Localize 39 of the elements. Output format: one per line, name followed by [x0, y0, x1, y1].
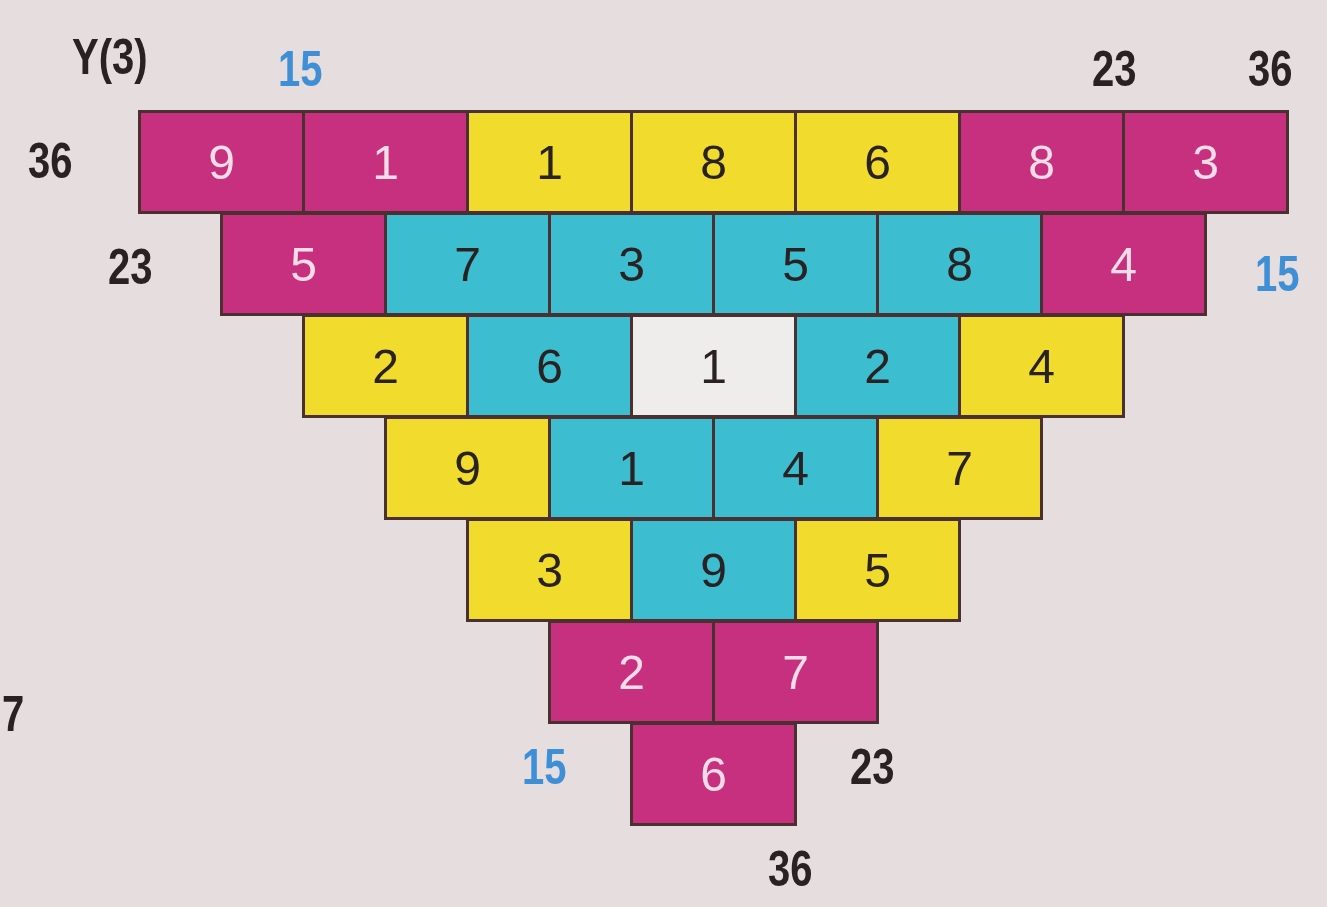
number-tile: 1 [630, 314, 797, 418]
sum-label: 23 [850, 738, 895, 796]
sum-label: 23 [1092, 40, 1137, 98]
number-tile: 6 [794, 110, 961, 214]
number-tile: 8 [630, 110, 797, 214]
number-tile: 2 [794, 314, 961, 418]
sum-label: 36 [1248, 40, 1293, 98]
sum-label: 23 [108, 238, 153, 296]
number-tile: 4 [712, 416, 879, 520]
number-tile: 2 [302, 314, 469, 418]
number-tile: 5 [712, 212, 879, 316]
number-tile: 8 [876, 212, 1043, 316]
puzzle-label: Y(3) [72, 28, 148, 86]
number-tile: 3 [466, 518, 633, 622]
number-tile: 4 [1040, 212, 1207, 316]
number-tile: 3 [1122, 110, 1289, 214]
sum-label: 15 [278, 40, 323, 98]
number-tile: 2 [548, 620, 715, 724]
number-tile: 6 [466, 314, 633, 418]
number-tile: 1 [466, 110, 633, 214]
sum-label: 7 [2, 685, 25, 743]
number-tile: 8 [958, 110, 1125, 214]
number-tile: 9 [630, 518, 797, 622]
sum-label: 36 [768, 840, 813, 898]
number-tile: 3 [548, 212, 715, 316]
number-tile: 7 [712, 620, 879, 724]
number-tile: 1 [548, 416, 715, 520]
number-tile: 7 [876, 416, 1043, 520]
number-tile: 4 [958, 314, 1125, 418]
number-tile: 9 [384, 416, 551, 520]
number-tile: 7 [384, 212, 551, 316]
number-tile: 9 [138, 110, 305, 214]
number-tile: 1 [302, 110, 469, 214]
sum-label: 15 [522, 738, 567, 796]
sum-label: 15 [1255, 245, 1300, 303]
number-tile: 5 [794, 518, 961, 622]
sum-label: 36 [28, 132, 73, 190]
number-tile: 5 [220, 212, 387, 316]
number-tile: 6 [630, 722, 797, 826]
